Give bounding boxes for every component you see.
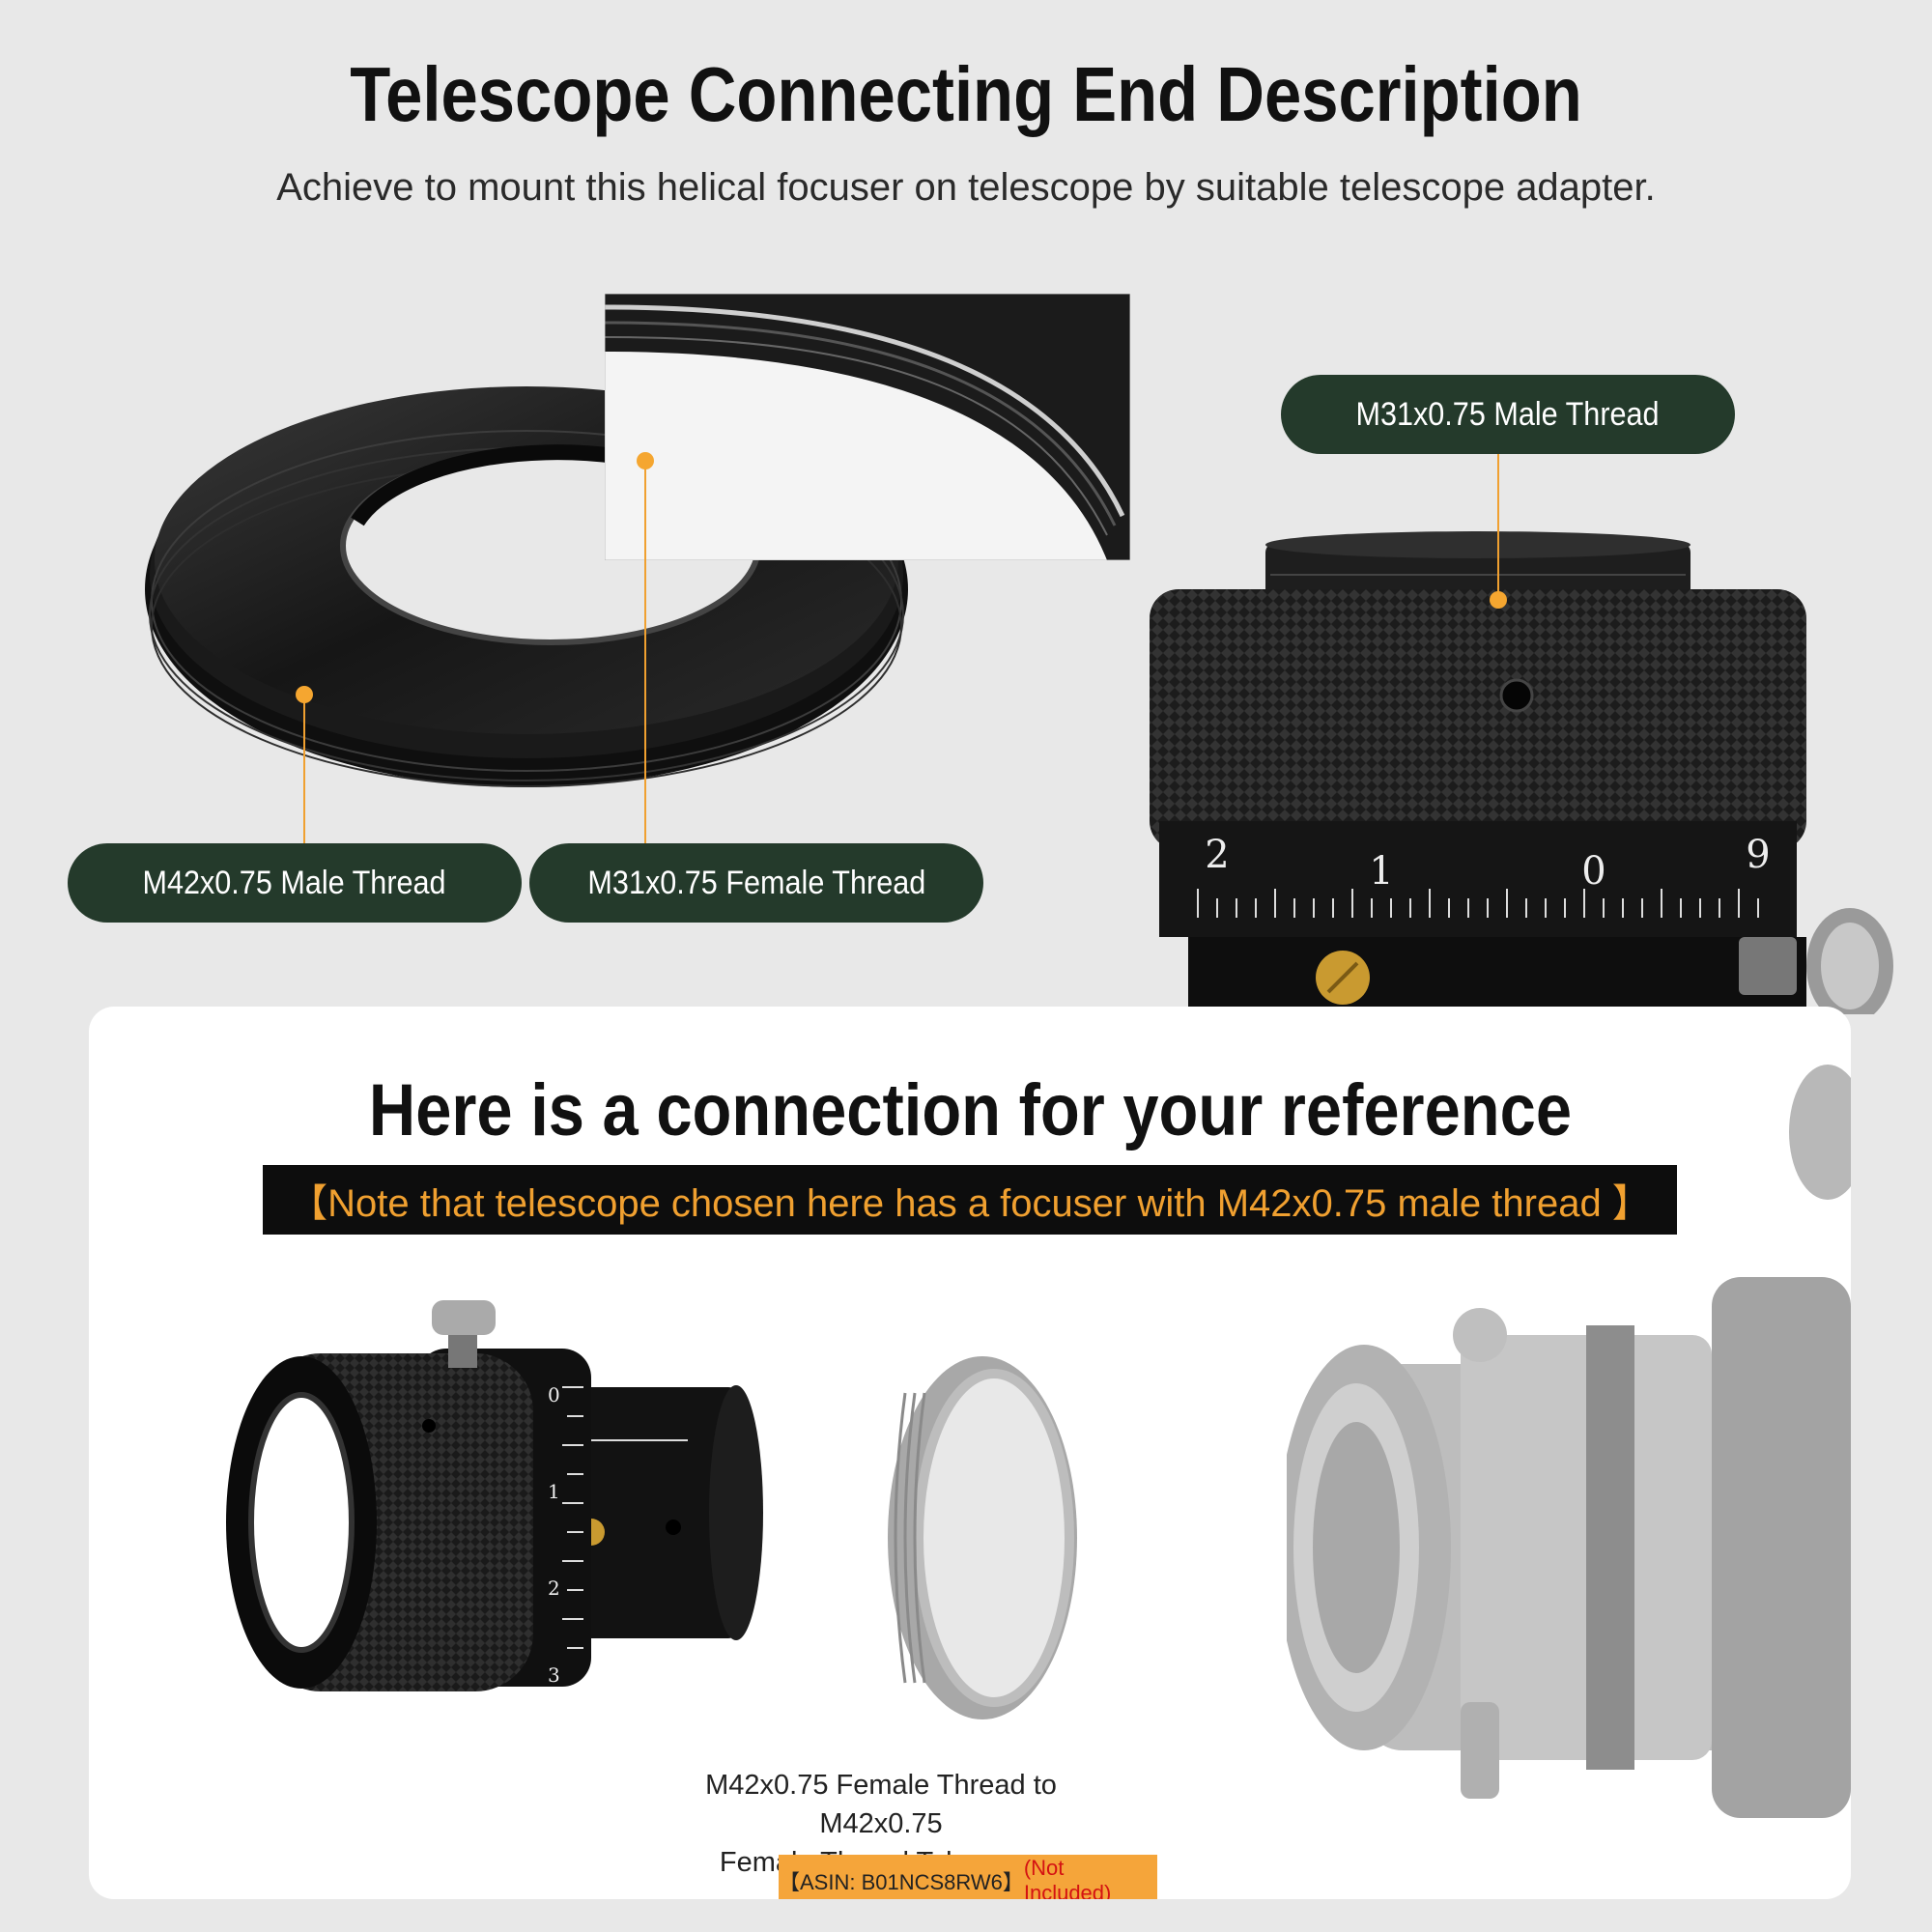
helical-focuser-photo: 2 1 0 9: [1150, 531, 1893, 1014]
telescope-focuser-photo: [1287, 1065, 1851, 1818]
note-bar: 【Note that telescope chosen here has a f…: [263, 1165, 1677, 1235]
label-m31-male-thread: M31x0.75 Male Thread: [1281, 375, 1735, 454]
label-m31-female-thread: M31x0.75 Female Thread: [529, 843, 983, 923]
callout-dot: [637, 452, 654, 469]
asin-tag: 【ASIN: B01NCS8RW6】(Not Included): [779, 1855, 1157, 1899]
callout-dot: [296, 686, 313, 703]
page-title: Telescope Connecting End Description: [350, 51, 1582, 137]
label-m42-male-thread: M42x0.75 Male Thread: [68, 843, 522, 923]
reference-card: Here is a connection for your reference …: [89, 1007, 1851, 1899]
scale-digit: 1: [548, 1480, 560, 1503]
thread-closeup-photo: [605, 294, 1130, 560]
small-focuser-photo: 0 1 2 3: [226, 1300, 763, 1691]
page-subtitle: Achieve to mount this helical focuser on…: [276, 166, 1656, 209]
scale-digit: 9: [1746, 833, 1770, 877]
reference-title: Here is a connection for your reference: [368, 1069, 1572, 1151]
callout-dot: [1490, 591, 1507, 609]
scale-digit: 0: [548, 1383, 560, 1406]
leader-line: [1497, 454, 1499, 601]
scale-digit: 2: [548, 1577, 560, 1600]
asin-text: 【ASIN: B01NCS8RW6】: [779, 1870, 1024, 1894]
scale-digit: 0: [1581, 849, 1605, 894]
not-included-text: (Not Included): [1023, 1856, 1112, 1899]
leader-line: [644, 462, 646, 843]
scale-digit: 3: [548, 1663, 560, 1687]
scale-digit: 2: [1205, 833, 1229, 877]
scale-digit: 1: [1369, 849, 1393, 894]
adapter-ring-silver-photo: [888, 1356, 1077, 1719]
focuser-scale: 2 1 0 9: [1197, 833, 1771, 918]
leader-line: [303, 696, 305, 843]
